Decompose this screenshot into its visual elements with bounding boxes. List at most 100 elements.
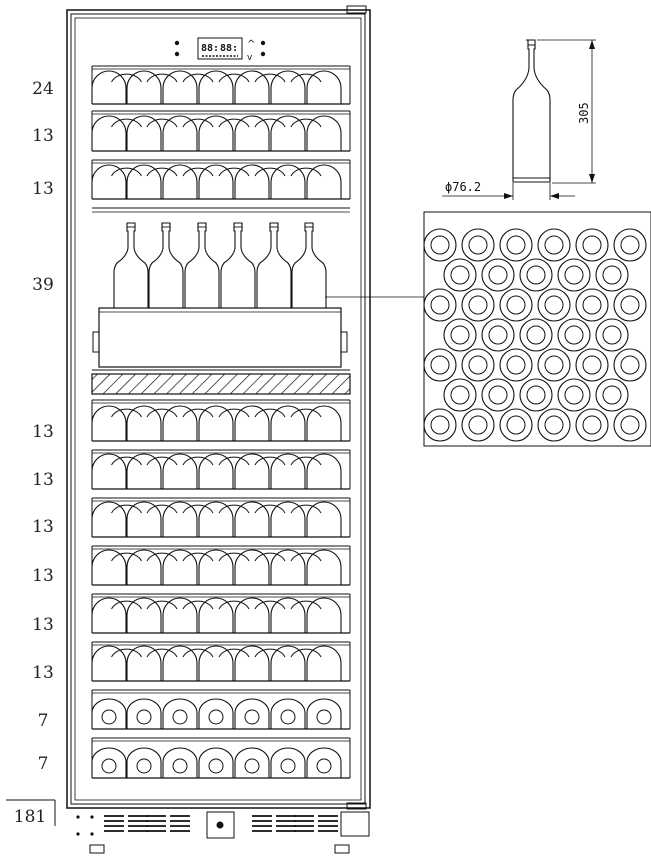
light-button[interactable]: [174, 51, 180, 57]
bottle-end: [306, 549, 342, 585]
bottle-punt: [101, 758, 117, 774]
bottle-top-inner: [620, 295, 640, 315]
bottle-end: [162, 698, 198, 729]
bottle-top-outer: [537, 228, 571, 262]
bottle-top: [499, 288, 533, 322]
shelf: [91, 737, 351, 779]
down-arrow-icon[interactable]: v: [247, 53, 253, 63]
bottle-top: [481, 378, 515, 412]
bottle-back: [290, 600, 322, 610]
bottle-top: [575, 408, 609, 442]
bottle-end: [198, 453, 234, 489]
bottle-top: [461, 288, 495, 322]
bottle-top: [575, 348, 609, 382]
bottle-top: [613, 408, 647, 442]
key-lock-icon[interactable]: [216, 821, 224, 829]
bottle-top-outer: [443, 258, 477, 292]
bottle-back: [111, 73, 142, 83]
shelf-count-row-11: 7: [38, 711, 49, 731]
bottle-top-outer: [537, 288, 571, 322]
bottle-top-inner: [506, 415, 526, 435]
bottle-end: [198, 549, 234, 585]
bottle-end: [198, 70, 234, 104]
bottle-top-outer: [499, 348, 533, 382]
bottle-top: [423, 408, 457, 442]
bottle-top-outer: [557, 318, 591, 352]
bottle-top-outer: [461, 288, 495, 322]
bottle-top-inner: [620, 355, 640, 375]
bottle-end: [270, 698, 306, 729]
shelf: [91, 399, 351, 442]
bottle-top: [575, 228, 609, 262]
bottle-end: [162, 115, 198, 151]
zone-button-top[interactable]: [260, 40, 266, 46]
bottle-back: [254, 73, 286, 83]
display-right-digits: 88:: [220, 43, 238, 54]
bottle-end: [91, 549, 127, 585]
bottle-top-inner: [430, 235, 450, 255]
bottle-top-outer: [557, 258, 591, 292]
bottle-top: [481, 258, 515, 292]
shelf: [91, 497, 351, 538]
bottle-top-outer: [443, 378, 477, 412]
bottle-top-outer: [613, 408, 647, 442]
bottle-top-inner: [620, 415, 640, 435]
bottle-top-outer: [423, 408, 457, 442]
bottle-back: [218, 504, 250, 514]
bottle-top-outer: [575, 348, 609, 382]
bottle-top-outer: [461, 408, 495, 442]
bottle-dimension-drawing: 305 ϕ76.2: [442, 39, 596, 200]
bottle-top-outer: [557, 378, 591, 412]
bottle-top-inner: [620, 235, 640, 255]
detail-frame: [423, 211, 651, 447]
bottle-back: [218, 456, 250, 466]
bottle-end: [126, 115, 162, 151]
bottle-top: [595, 258, 629, 292]
bottle-punt: [136, 758, 152, 774]
bottle-top-outer: [595, 378, 629, 412]
bottle-end: [234, 549, 270, 585]
bottle-end: [91, 453, 127, 489]
bottle-back: [146, 73, 178, 83]
up-arrow-icon[interactable]: ^: [247, 39, 255, 50]
bottle-end: [198, 501, 234, 537]
bottle-punt: [172, 709, 188, 725]
power-button[interactable]: [174, 40, 180, 46]
bottle-top-inner: [602, 385, 622, 405]
bottle-top-inner: [582, 355, 602, 375]
bottle-punt: [208, 709, 224, 725]
bottle-back: [218, 73, 250, 83]
bottle-top-outer: [423, 348, 457, 382]
bottle-top-outer: [595, 258, 629, 292]
bottle-top-outer: [613, 288, 647, 322]
shelf-count-row-12: 7: [38, 754, 49, 774]
bottle-back: [254, 167, 286, 177]
shelf-count-row-3: 13: [32, 179, 54, 199]
bottle-end: [234, 164, 270, 199]
zone-button-bottom[interactable]: [260, 51, 266, 57]
bottle-end: [306, 164, 342, 199]
hatched-partition: [91, 373, 351, 395]
bottle-top: [575, 288, 609, 322]
display-left-digits: 88:: [201, 43, 219, 54]
bottle-end: [306, 115, 342, 151]
bottle-back: [218, 552, 250, 562]
bottle-top: [461, 228, 495, 262]
shelf-count-row-10: 13: [32, 663, 54, 683]
bottle-top: [537, 288, 571, 322]
bottle-top: [557, 258, 591, 292]
bottle-back: [111, 648, 142, 658]
bottle-top: [537, 408, 571, 442]
bottle-top-outer: [575, 228, 609, 262]
shelves: [91, 65, 351, 779]
bottle-end: [162, 453, 198, 489]
door-inner-edge: [74, 17, 362, 801]
bottle-top: [481, 318, 515, 352]
bottle-top: [423, 288, 457, 322]
shelf: [91, 545, 351, 586]
bottle-end: [198, 698, 234, 729]
base-screw-2: [90, 815, 94, 819]
bottle-top-inner: [468, 235, 488, 255]
bottle-end: [91, 747, 127, 778]
bottle-top-inner: [506, 235, 526, 255]
